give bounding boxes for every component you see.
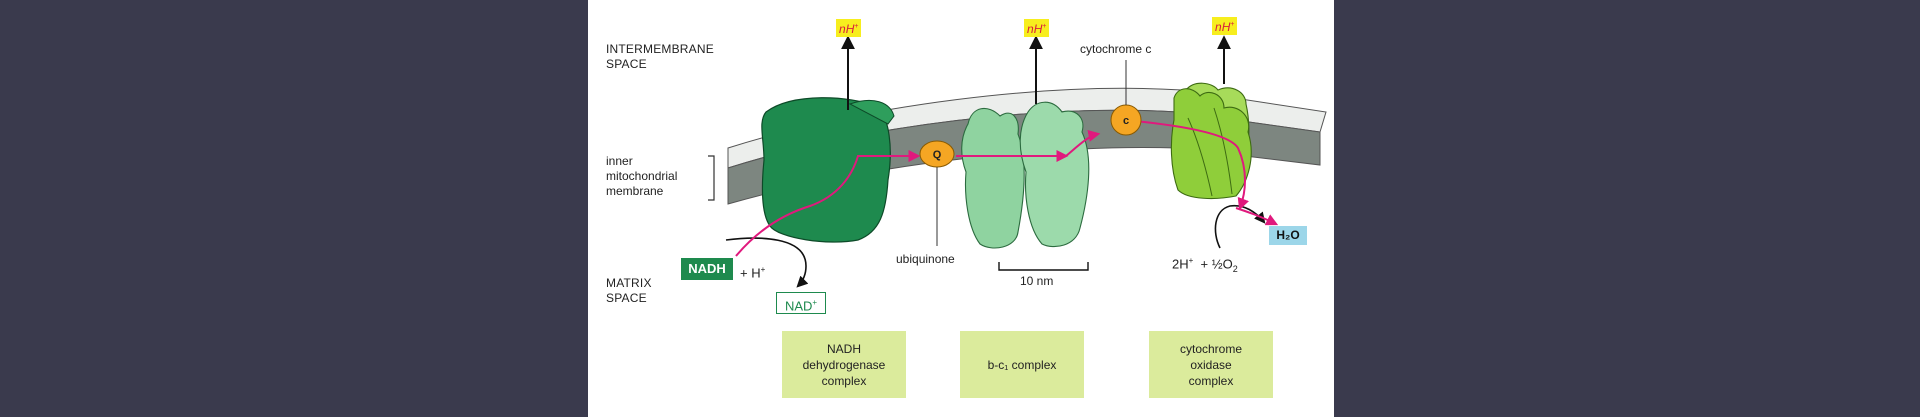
membrane-bracket: [708, 155, 715, 201]
ubiquinone-label: ubiquinone: [896, 252, 955, 266]
nadh-dehydrogenase-shape: [761, 97, 891, 243]
plus-h-label: + H+: [740, 265, 766, 281]
water-tag: H₂O: [1269, 226, 1307, 245]
matrix-label: MATRIX SPACE: [606, 276, 652, 305]
oxidase-complex-shape-front: [1170, 88, 1252, 200]
electron-path-5: [1235, 207, 1279, 226]
nad-arrow: [725, 237, 809, 288]
nadh-dehydrogenase-box: NADH dehydrogenase complex: [782, 331, 906, 398]
cytochrome-c-label: cytochrome c: [1080, 42, 1152, 56]
membrane-label: inner mitochondrial membrane: [606, 154, 678, 198]
scale-bar-label: 10 nm: [1020, 274, 1054, 288]
proton-tag-2: nH+: [1024, 19, 1050, 37]
proton-tag-1: nH+: [836, 19, 862, 37]
electron-path-4: [1123, 119, 1249, 211]
bc1-complex-shape-right: [1019, 101, 1090, 248]
oxygen-arrow: [1214, 204, 1266, 249]
intermembrane-label: INTERMEMBRANE SPACE: [606, 42, 714, 71]
cytochrome-oxidase-box: cytochrome oxidase complex: [1149, 331, 1273, 398]
carrier-q-label: Q: [933, 149, 942, 161]
scale-bar: [998, 262, 1089, 271]
bc1-complex-box: b-c₁ complex: [960, 331, 1084, 398]
nad-plus-tag: NAD+: [776, 292, 826, 314]
membrane-diagram: Q c: [708, 35, 1327, 288]
carrier-c-label: c: [1123, 115, 1129, 127]
bc1-complex-shape-left: [961, 107, 1025, 249]
proton-tag-3: nH+: [1212, 17, 1238, 35]
nadh-tag: NADH: [681, 258, 733, 280]
oxygen-reactants-label: 2H+ + ½O2: [1172, 256, 1238, 274]
diagram-panel: Q c INTERMEMBRANE SPACE inner mitochondr…: [588, 0, 1334, 417]
electron-path-3: [1065, 130, 1101, 157]
electron-path-1: [735, 150, 921, 257]
